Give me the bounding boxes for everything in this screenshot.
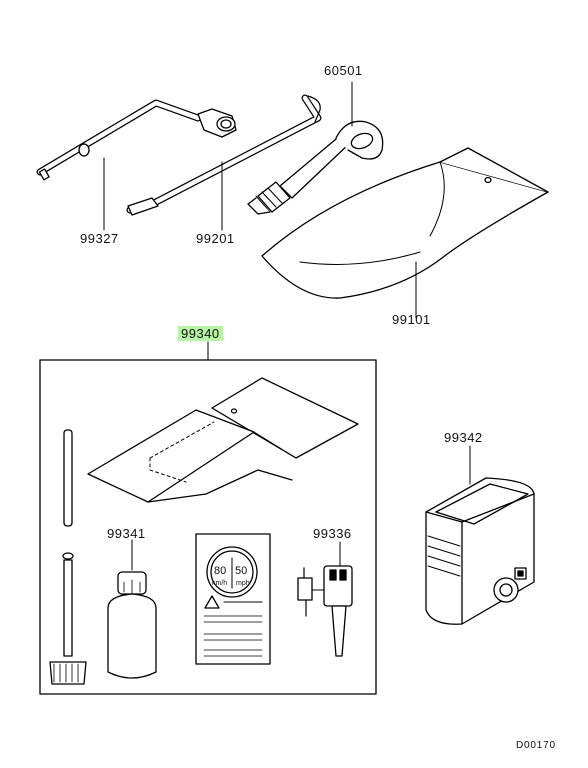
sticker-speed-1: 80 xyxy=(214,565,227,577)
drawing-code: D00170 xyxy=(516,740,556,751)
callout-99340[interactable]: 99340 xyxy=(178,326,223,341)
sticker-unit-2: mph xyxy=(236,580,250,587)
lug-wrench xyxy=(36,99,237,181)
callout-99342: 99342 xyxy=(444,430,483,445)
callout-99341: 99341 xyxy=(107,526,146,541)
sticker-unit-1: km/h xyxy=(212,580,228,587)
callout-99327: 99327 xyxy=(80,231,119,246)
sticker-speed-2: 50 xyxy=(235,565,248,577)
spanner-tool xyxy=(247,120,384,215)
callout-99336: 99336 xyxy=(313,526,352,541)
callout-99101: 99101 xyxy=(392,312,431,327)
valve-core-tool xyxy=(297,565,353,657)
sealant-bottle xyxy=(49,429,157,685)
callout-60501: 60501 xyxy=(324,63,363,78)
jack-handle xyxy=(126,94,322,216)
callout-99201: 99201 xyxy=(196,231,235,246)
kit-outline-box xyxy=(39,359,377,695)
air-compressor xyxy=(425,477,535,625)
instruction-envelope xyxy=(87,377,359,503)
tool-bag xyxy=(261,147,549,299)
caution-label xyxy=(195,533,271,665)
